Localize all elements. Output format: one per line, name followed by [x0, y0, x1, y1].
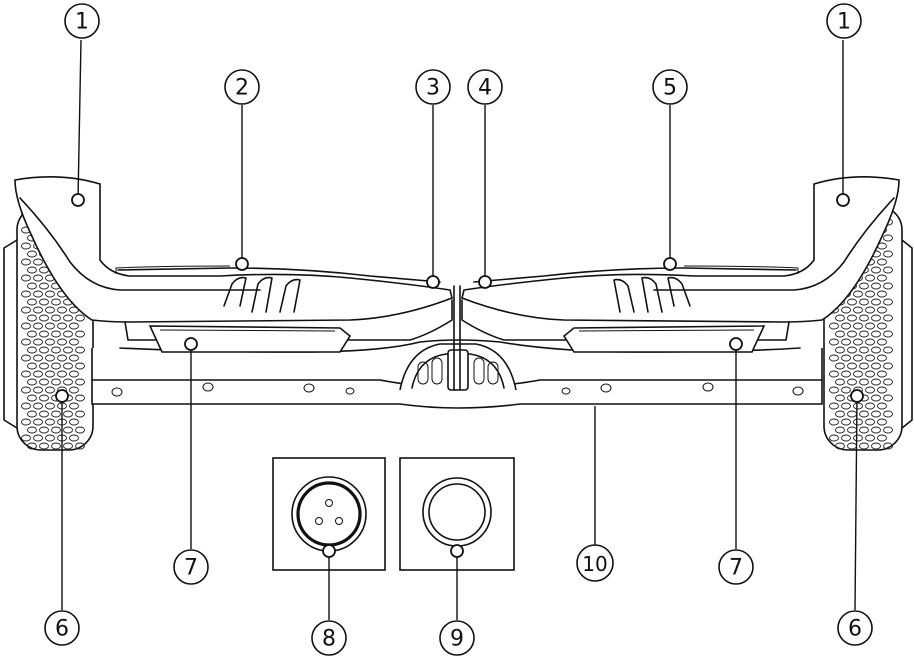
svg-text:5: 5: [663, 76, 677, 101]
svg-text:7: 7: [729, 556, 743, 581]
callout-4: 4: [468, 70, 502, 288]
chassis: [15, 177, 899, 408]
svg-text:9: 9: [450, 627, 464, 652]
svg-text:4: 4: [478, 76, 492, 101]
svg-text:7: 7: [184, 556, 198, 581]
svg-text:3: 3: [426, 76, 440, 101]
callout-3: 3: [416, 70, 450, 288]
svg-text:8: 8: [322, 627, 336, 652]
svg-text:2: 2: [235, 76, 249, 101]
svg-text:1: 1: [837, 10, 851, 35]
svg-text:10: 10: [582, 552, 607, 576]
callout-2: 2: [225, 70, 259, 270]
svg-text:6: 6: [55, 617, 69, 642]
callout-5: 5: [653, 70, 687, 270]
callout-10: 10: [577, 406, 613, 581]
svg-text:1: 1: [75, 10, 89, 35]
callout-1-left: 1: [65, 4, 99, 206]
svg-text:6: 6: [848, 617, 862, 642]
callout-1-right: 1: [827, 4, 861, 206]
